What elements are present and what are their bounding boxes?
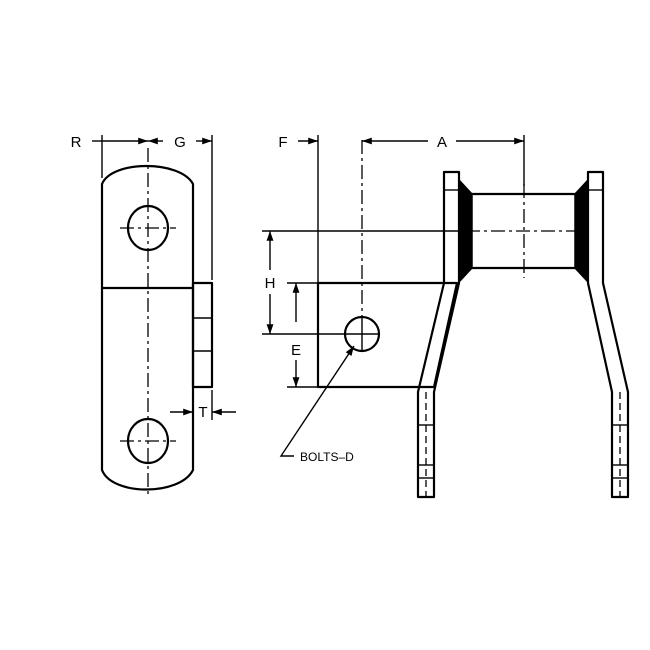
bolts-callout: BOLTS–D	[300, 450, 354, 464]
dim-label-g: G	[174, 134, 186, 151]
side-link-plate	[100, 164, 195, 491]
right-side-bar	[586, 170, 630, 499]
dim-label-a: A	[437, 134, 447, 151]
side-attachment-block	[191, 281, 214, 389]
front-view: F A H E BOLTS–D	[262, 134, 630, 499]
side-view: R G T	[71, 134, 236, 497]
dim-label-f: F	[278, 134, 287, 151]
dim-label-h: H	[265, 275, 276, 292]
bolts-leader	[279, 345, 355, 457]
left-side-bar	[416, 170, 461, 499]
dim-label-t: T	[198, 404, 207, 421]
dim-label-e: E	[291, 342, 301, 359]
dim-label-r: R	[71, 134, 82, 151]
attachment-plate	[316, 281, 459, 389]
